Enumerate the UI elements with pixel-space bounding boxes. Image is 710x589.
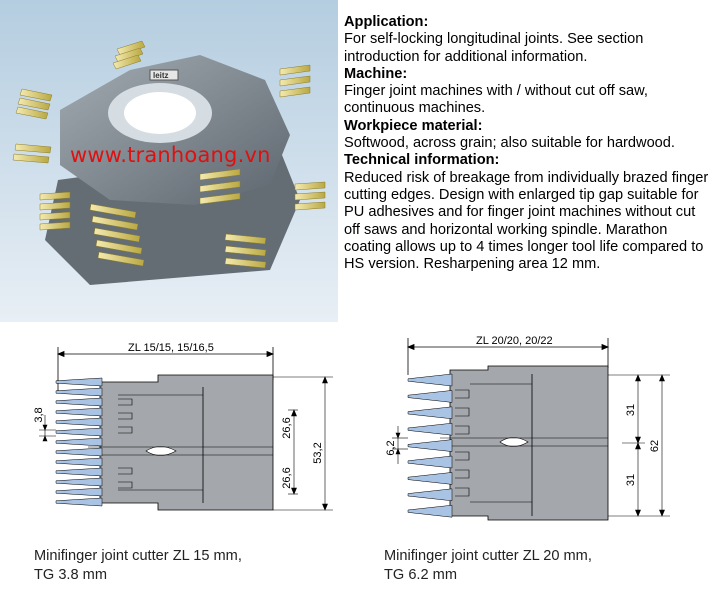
finger-tooth	[55, 447, 103, 457]
technical-text: Reduced risk of breakage from individual…	[344, 169, 709, 273]
left-caption: Minifinger joint cutter ZL 15 mm, TG 3.8…	[34, 547, 242, 585]
leitz-logo: leitz	[153, 71, 169, 80]
finger-tooth	[55, 377, 103, 387]
finger-tooth	[407, 422, 453, 436]
finger-tooth	[55, 457, 103, 467]
finger-tooth	[407, 455, 453, 469]
finger-tooth	[407, 390, 453, 403]
right-caption-line2: TG 6.2 mm	[384, 567, 457, 583]
finger-tooth	[55, 387, 103, 397]
left-tg-dimension: 3,8	[33, 407, 45, 422]
technical-heading: Technical information:	[344, 152, 500, 169]
left-top-dimension: ZL 15/15, 15/16,5	[128, 342, 214, 354]
right-cutter-drawing: ZL 20/20, 20/22 6,2	[360, 330, 705, 530]
specification-text: Application: For self-locking longitudin…	[344, 14, 710, 273]
finger-tooth	[407, 504, 453, 518]
finger-tooth	[55, 427, 103, 437]
right-tg-dimension: 6,2	[385, 440, 397, 455]
left-caption-line2: TG 3.8 mm	[34, 567, 107, 583]
finger-tooth	[55, 417, 103, 427]
finger-tooth	[55, 477, 103, 487]
application-heading: Application:	[344, 14, 429, 30]
finger-tooth	[55, 467, 103, 477]
finger-tooth	[55, 437, 103, 447]
right-caption: Minifinger joint cutter ZL 20 mm, TG 6.2…	[384, 547, 592, 585]
finger-tooth	[407, 406, 453, 420]
finger-joint-cutter-image: leitz	[0, 0, 338, 322]
application-text: For self-locking longitudinal joints. Se…	[344, 31, 644, 65]
left-cutter-drawing: ZL 15/15, 15/16,5 3,8	[28, 335, 350, 540]
right-upper-half-dimension: 31	[625, 404, 637, 416]
finger-tooth	[407, 488, 453, 502]
watermark: www.tranhoang.vn	[70, 143, 271, 167]
finger-tooth	[55, 487, 103, 497]
machine-heading: Machine:	[344, 65, 408, 82]
workpiece-heading: Workpiece material:	[344, 117, 483, 134]
left-upper-half-dimension: 26,6	[281, 417, 293, 438]
finger-tooth	[55, 397, 103, 407]
left-lower-half-dimension: 26,6	[281, 467, 293, 488]
right-caption-line1: Minifinger joint cutter ZL 20 mm,	[384, 548, 592, 564]
finger-tooth	[55, 407, 103, 417]
finger-tooth	[407, 472, 453, 485]
workpiece-text: Softwood, across grain; also suitable fo…	[344, 135, 675, 152]
right-lower-half-dimension: 31	[625, 474, 637, 486]
machine-text: Finger joint machines with / without cut…	[344, 83, 648, 117]
finger-tooth	[55, 497, 103, 507]
left-caption-line1: Minifinger joint cutter ZL 15 mm,	[34, 548, 242, 564]
finger-tooth	[407, 439, 453, 452]
left-total-dimension: 53,2	[312, 442, 324, 463]
right-top-dimension: ZL 20/20, 20/22	[476, 335, 553, 347]
right-total-dimension: 62	[649, 440, 661, 452]
finger-tooth	[407, 373, 453, 387]
product-photo: leitz www.tranhoang.vn	[0, 0, 338, 322]
